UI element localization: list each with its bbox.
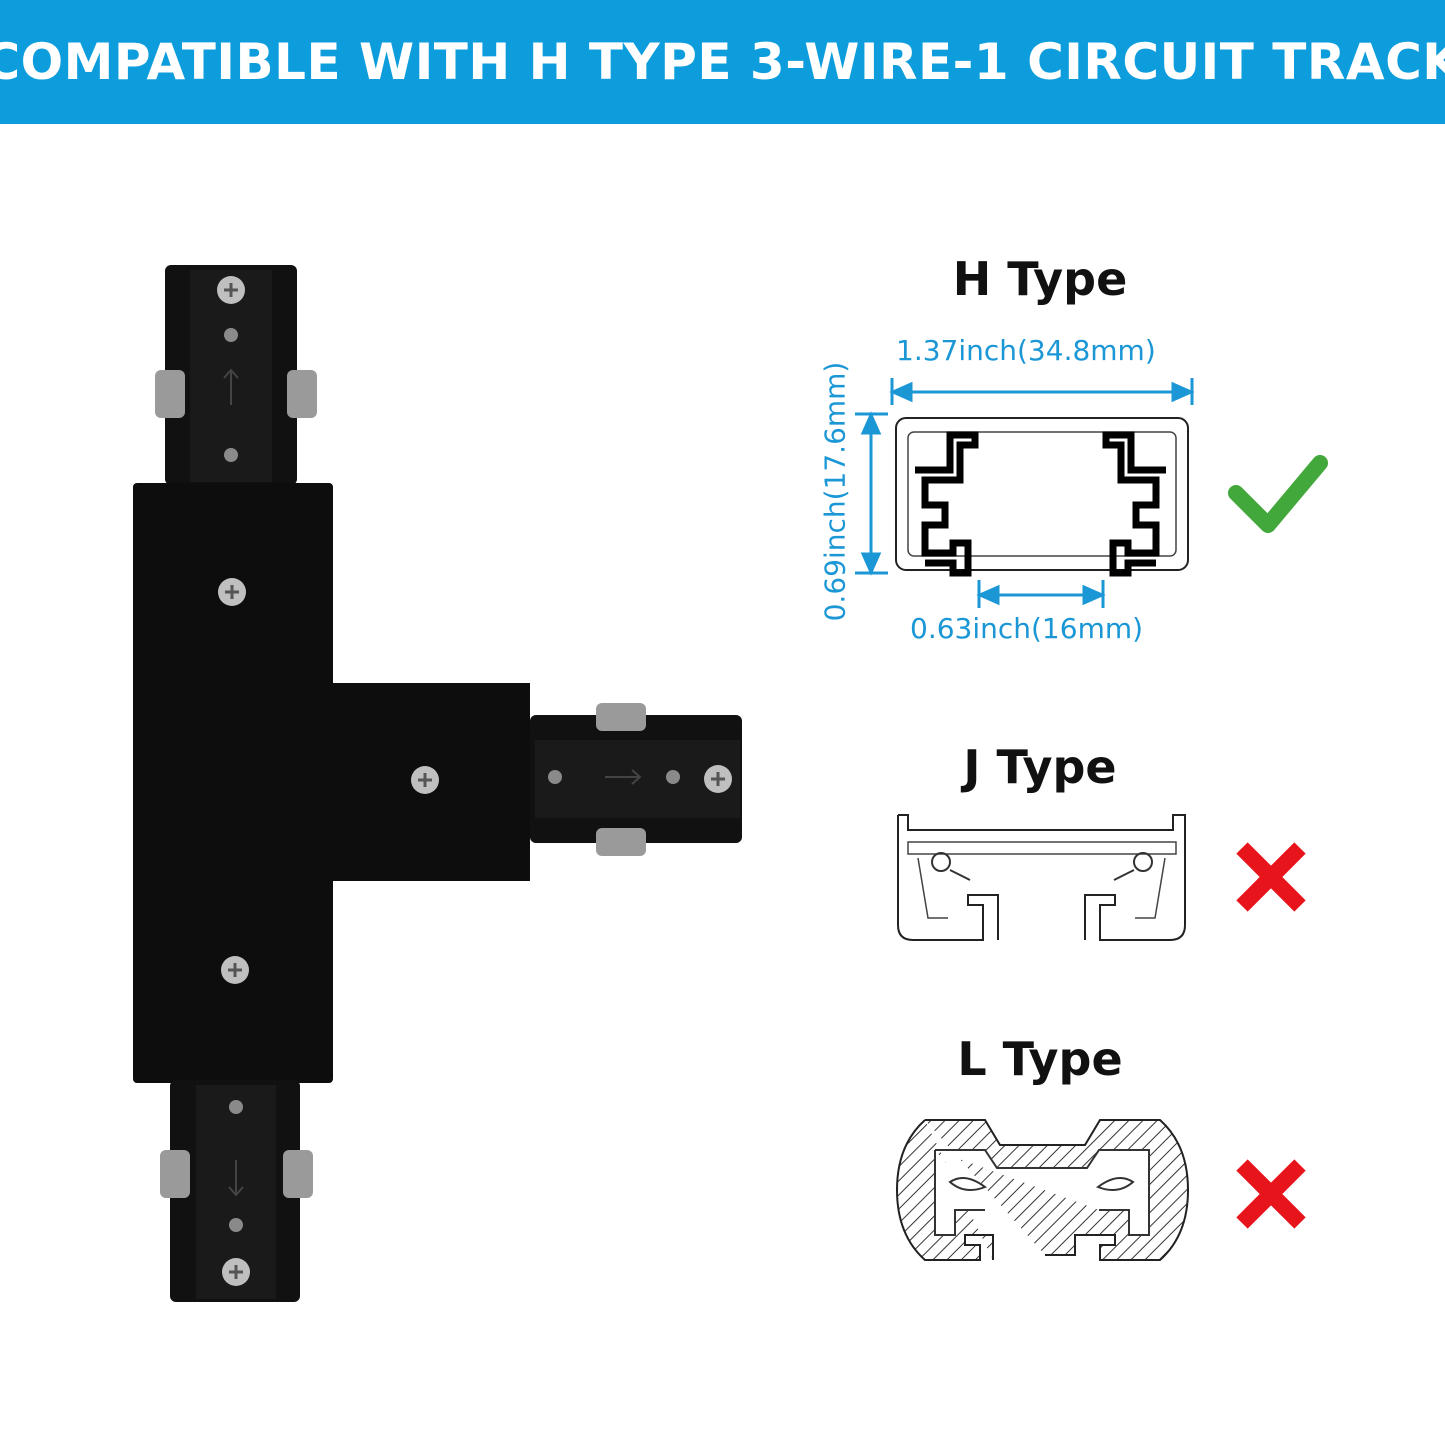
top-connector <box>155 265 317 485</box>
connector-body <box>133 483 333 1083</box>
header-banner: COMPATIBLE WITH H TYPE 3-WIRE-1 CIRCUIT … <box>0 0 1445 124</box>
right-connector <box>530 703 742 856</box>
cross-icon <box>1236 1159 1306 1229</box>
banner-title: COMPATIBLE WITH H TYPE 3-WIRE-1 CIRCUIT … <box>0 33 1445 91</box>
bottom-connector <box>160 1080 313 1302</box>
width-dimension-arrow <box>889 378 1195 405</box>
j-type-label: J Type <box>963 740 1117 794</box>
width-dimension-label: 1.37inch(34.8mm) <box>896 334 1156 367</box>
cross-icon <box>1236 842 1306 912</box>
l-type-label: L Type <box>957 1032 1123 1086</box>
height-dimension-arrow <box>855 411 888 576</box>
gap-dimension-label: 0.63inch(16mm) <box>910 612 1144 645</box>
check-icon <box>1228 455 1328 533</box>
h-type-label: H Type <box>952 252 1128 306</box>
gap-dimension-arrow <box>976 580 1106 608</box>
